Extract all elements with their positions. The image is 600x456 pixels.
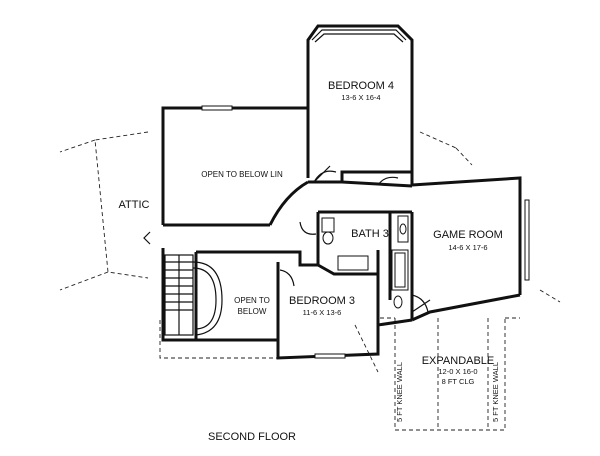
knee-wall-left-label: 5 FT KNEE WALL [395,362,404,422]
expandable-label: EXPANDABLE [422,355,495,367]
open-below-label-line1: OPEN TO [234,296,270,305]
bedroom4-label: BEDROOM 4 [328,80,394,92]
floor-title: SECOND FLOOR [208,431,296,443]
attic-outline [59,131,561,373]
interior-walls [163,180,414,340]
windows [201,105,530,359]
bedroom4-dims: 13-6 X 16-4 [341,93,380,102]
bedroom3-dims: 11-6 X 13-6 [303,308,342,317]
door-swings [143,165,431,313]
expandable-ceiling: 8 FT CLG [442,377,475,386]
open-below-lin-label: OPEN TO BELOW LIN [201,170,283,179]
staircase [164,254,223,336]
room-labels: BEDROOM 4 13-6 X 16-4 GAME ROOM 14-6 X 1… [119,80,503,443]
bath3-label: BATH 3 [351,228,389,240]
open-below-label-line2: BELOW [238,307,267,316]
game-room-label: GAME ROOM [433,229,503,241]
exterior-walls [161,24,522,360]
bath-fixtures [321,215,409,309]
bay-window [311,29,407,43]
knee-wall-right-label: 5 FT KNEE WALL [491,362,500,422]
bedroom3-label: BEDROOM 3 [289,295,355,307]
expandable-dims: 12-0 X 16-0 [438,367,477,376]
game-room-dims: 14-6 X 17-6 [448,243,487,252]
expandable-outline [380,317,520,431]
attic-label: ATTIC [119,199,150,211]
